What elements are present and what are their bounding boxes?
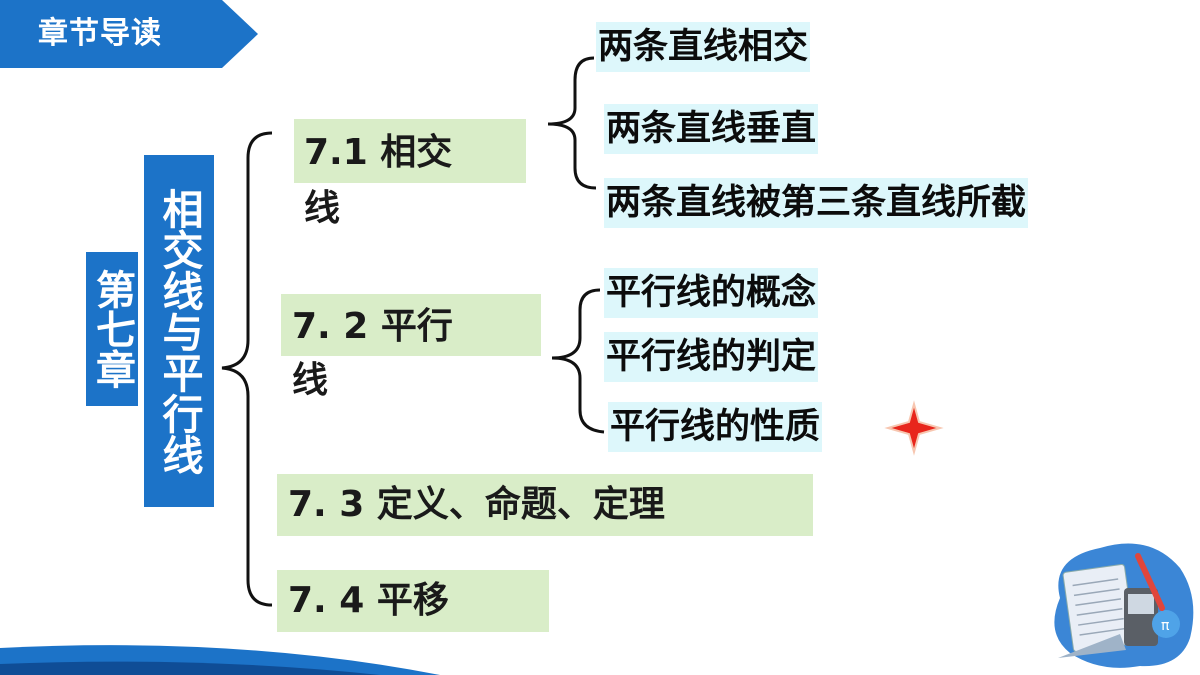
section-7-2-box [281, 294, 541, 356]
svg-text:π: π [1161, 618, 1170, 634]
chapter-title: 相交线与平行线 [144, 155, 214, 507]
section-7-4-box [277, 570, 549, 632]
bottom-wave-dark [0, 661, 380, 675]
chapter-number-label: 第七章 [86, 252, 138, 406]
section-7-3-box [277, 474, 813, 536]
star-icon [884, 400, 944, 456]
section-7-1-label-wrap: 线 [304, 188, 341, 229]
page-title: 章节导读 [38, 16, 162, 51]
bracket-7-1 [547, 56, 597, 190]
topic-parallel-criteria: 平行线的判定 [604, 332, 819, 382]
topic-perpendicular-lines: 两条直线垂直 [604, 104, 819, 154]
topic-parallel-properties: 平行线的性质 [608, 402, 823, 452]
section-7-1-label: 7.1 相交 [304, 132, 453, 173]
math-stationery-illustration: π [1054, 543, 1194, 668]
main-bracket [221, 131, 273, 607]
header-tag [0, 0, 258, 68]
section-7-4-label: 7. 4 平移 [288, 580, 449, 621]
topic-transversal-lines: 两条直线被第三条直线所截 [604, 178, 1029, 228]
bracket-7-2 [551, 288, 605, 434]
topic-intersecting-lines: 两条直线相交 [596, 22, 811, 72]
topic-parallel-concept: 平行线的概念 [604, 268, 819, 318]
section-7-3-label: 7. 3 定义、命题、定理 [288, 484, 665, 525]
section-7-1-box [294, 119, 526, 183]
section-7-2-label-wrap: 线 [292, 360, 329, 401]
section-7-2-label: 7. 2 平行 [292, 306, 453, 347]
